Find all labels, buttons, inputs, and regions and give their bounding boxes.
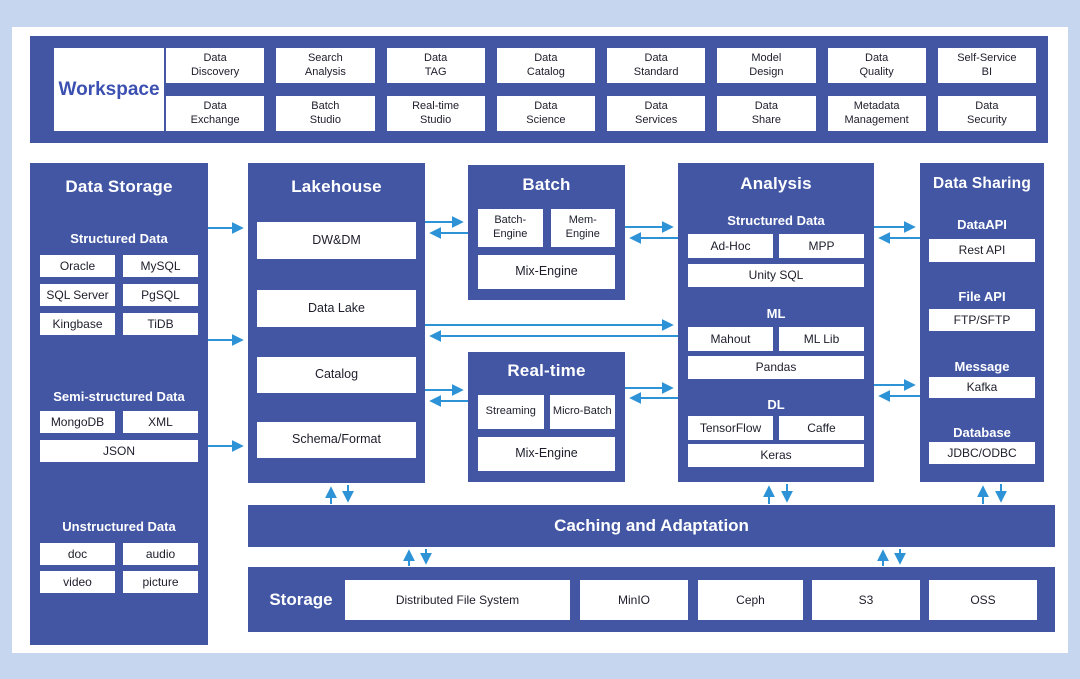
realtime-title: Real-time — [507, 361, 586, 380]
file-picture: picture — [123, 571, 198, 593]
module-data-standard: Data Standard — [607, 48, 706, 83]
workspace-title: Workspace — [54, 48, 164, 131]
tensorflow: TensorFlow — [688, 416, 773, 440]
db-xml: XML — [123, 411, 198, 433]
jdbc-odbc: JDBC/ODBC — [929, 442, 1035, 464]
mpp: MPP — [779, 234, 864, 258]
db-oracle: Oracle — [40, 255, 115, 277]
file-video: video — [40, 571, 115, 593]
batch-engines-grid: Batch- Engine Mem- Engine — [478, 209, 615, 247]
unity-sql: Unity SQL — [688, 264, 864, 287]
batch-block: Batch Batch- Engine Mem- Engine Mix-Engi… — [468, 165, 625, 300]
module-data-security: Data Security — [937, 96, 1036, 131]
analysis-ml-grid: Mahout ML Lib — [688, 327, 864, 351]
caffe: Caffe — [779, 416, 864, 440]
module-data-discovery: Data Discovery — [166, 48, 265, 83]
db-pgsql: PgSQL — [123, 284, 198, 306]
keras: Keras — [688, 444, 864, 467]
lakehouse-data-lake: Data Lake — [257, 290, 416, 327]
module-data-catalog: Data Catalog — [496, 48, 595, 83]
storage-title: Storage — [269, 589, 333, 609]
module-metadata-management: Metadata Management — [827, 96, 926, 131]
pandas: Pandas — [688, 356, 864, 379]
structured-data-grid: Oracle MySQL SQL Server PgSQL Kingbase T… — [40, 255, 198, 335]
lakehouse-schema-format: Schema/Format — [257, 422, 416, 458]
ml-lib: ML Lib — [779, 327, 864, 351]
file-audio: audio — [123, 543, 198, 565]
message-label: Message — [954, 359, 1010, 374]
s3: S3 — [812, 580, 920, 620]
ceph: Ceph — [698, 580, 803, 620]
distributed-file-system: Distributed File System — [345, 580, 570, 620]
oss: OSS — [929, 580, 1037, 620]
analysis-ml-label: ML — [766, 306, 786, 321]
db-sqlserver: SQL Server — [40, 284, 115, 306]
unstructured-label: Unstructured Data — [62, 519, 176, 534]
module-self-service-bi: Self-Service BI — [937, 48, 1036, 83]
batch-mix-engine: Mix-Engine — [478, 255, 615, 289]
analysis-dl-grid: TensorFlow Caffe — [688, 416, 864, 440]
workspace-bar: Workspace Data Discovery Search Analysis… — [30, 36, 1048, 143]
db-mongodb: MongoDB — [40, 411, 115, 433]
storage-bar: Storage Distributed File System MinIO Ce… — [248, 567, 1055, 632]
db-kingbase: Kingbase — [40, 313, 115, 335]
structured-data-label: Structured Data — [70, 231, 168, 246]
lakehouse-dwdm: DW&DM — [257, 222, 416, 259]
data-storage-title: Data Storage — [65, 177, 173, 196]
analysis-structured-grid: Ad-Hoc MPP — [688, 234, 864, 258]
dataapi-label: DataAPI — [957, 217, 1007, 232]
db-tidb: TiDB — [123, 313, 198, 335]
data-sharing-title: Data Sharing — [932, 175, 1031, 192]
minio: MinIO — [580, 580, 688, 620]
module-data-quality: Data Quality — [827, 48, 926, 83]
mahout: Mahout — [688, 327, 773, 351]
workspace-modules: Data Discovery Search Analysis Data TAG … — [166, 48, 1036, 131]
lakehouse-column: Lakehouse DW&DM Data Lake Catalog Schema… — [248, 163, 425, 483]
ftp-sftp: FTP/SFTP — [929, 309, 1035, 331]
module-data-science: Data Science — [496, 96, 595, 131]
module-realtime-studio: Real-time Studio — [386, 96, 485, 131]
unstructured-grid: doc audio video picture — [40, 543, 198, 593]
lakehouse-title: Lakehouse — [291, 177, 382, 196]
db-json: JSON — [40, 440, 198, 462]
realtime-block: Real-time Streaming Micro-Batch Mix-Engi… — [468, 352, 625, 482]
batch-title: Batch — [522, 175, 571, 194]
ad-hoc: Ad-Hoc — [688, 234, 773, 258]
batch-engine: Batch- Engine — [478, 209, 543, 247]
file-doc: doc — [40, 543, 115, 565]
caching-bar: Caching and Adaptation — [248, 505, 1055, 547]
caching-title: Caching and Adaptation — [554, 516, 749, 535]
streaming: Streaming — [478, 395, 544, 429]
mem-engine: Mem- Engine — [550, 209, 615, 247]
analysis-title: Analysis — [740, 174, 812, 193]
micro-batch: Micro-Batch — [549, 395, 615, 429]
module-data-services: Data Services — [607, 96, 706, 131]
analysis-column: Analysis Structured Data Ad-Hoc MPP Unit… — [678, 163, 874, 482]
realtime-mix-engine: Mix-Engine — [478, 437, 615, 471]
lakehouse-catalog: Catalog — [257, 357, 416, 393]
rest-api: Rest API — [929, 239, 1035, 262]
analysis-structured-label: Structured Data — [727, 213, 825, 228]
module-data-share: Data Share — [717, 96, 816, 131]
data-sharing-column: Data Sharing DataAPI Rest API File API F… — [920, 163, 1044, 482]
db-mysql: MySQL — [123, 255, 198, 277]
semi-structured-label: Semi-structured Data — [53, 389, 185, 404]
data-storage-column: Data Storage Structured Data Oracle MySQ… — [30, 163, 208, 645]
module-model-design: Model Design — [717, 48, 816, 83]
module-data-exchange: Data Exchange — [166, 96, 265, 131]
semi-structured-grid: MongoDB XML — [40, 411, 198, 433]
realtime-engines-grid: Streaming Micro-Batch — [478, 395, 615, 429]
module-search-analysis: Search Analysis — [276, 48, 375, 83]
analysis-dl-label: DL — [767, 397, 785, 412]
module-data-tag: Data TAG — [386, 48, 485, 83]
module-batch-studio: Batch Studio — [276, 96, 375, 131]
database-label: Database — [953, 425, 1011, 440]
kafka: Kafka — [929, 377, 1035, 398]
fileapi-label: File API — [958, 289, 1006, 304]
